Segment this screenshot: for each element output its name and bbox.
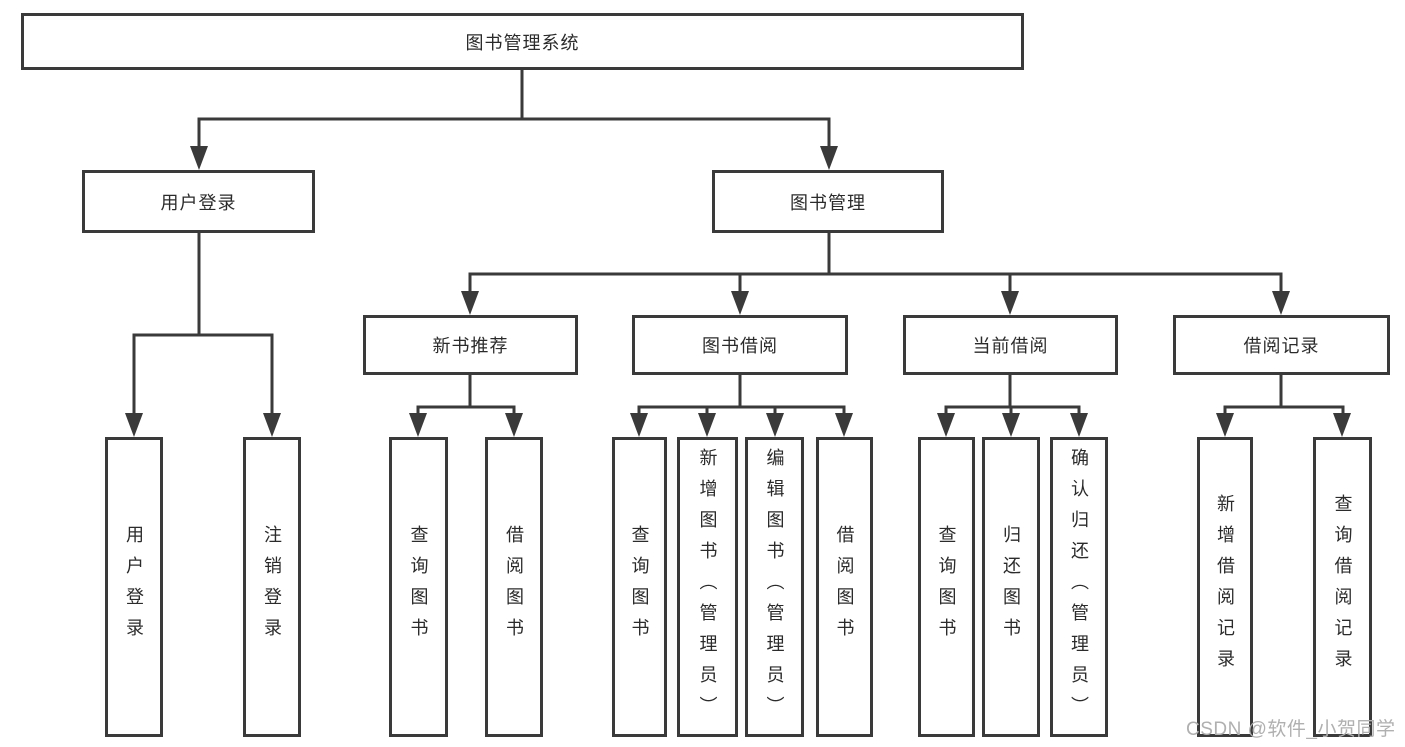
leaf-borrow-book-recommend: 借阅图书 <box>485 437 543 737</box>
node-user-login: 用户登录 <box>82 170 315 233</box>
node-book-borrow-label: 图书借阅 <box>702 336 778 356</box>
leaf-query-book-current-label: 查询图书 <box>936 525 957 649</box>
leaf-query-book-borrow: 查询图书 <box>612 437 667 737</box>
node-current-borrow: 当前借阅 <box>903 315 1118 375</box>
leaf-logout-login: 注销登录 <box>243 437 301 737</box>
leaf-query-book-borrow-label: 查询图书 <box>629 525 650 649</box>
leaf-confirm-return-admin: 确认归还（管理员） <box>1050 437 1108 737</box>
node-book-borrow: 图书借阅 <box>632 315 848 375</box>
leaf-user-login: 用户登录 <box>105 437 163 737</box>
node-borrow-records-label: 借阅记录 <box>1243 336 1320 356</box>
leaf-query-book-current: 查询图书 <box>918 437 975 737</box>
leaf-borrow-book-label: 借阅图书 <box>834 525 855 649</box>
leaf-add-borrow-record: 新增借阅记录 <box>1197 437 1253 737</box>
leaf-query-book-recommend: 查询图书 <box>389 437 448 737</box>
node-current-borrow-label: 当前借阅 <box>972 336 1049 356</box>
arrowhead-icons <box>125 146 1351 437</box>
leaf-user-login-label: 用户登录 <box>124 525 144 649</box>
leaf-query-book-recommend-label: 查询图书 <box>408 525 429 649</box>
node-new-book-recommend: 新书推荐 <box>363 315 578 375</box>
leaf-return-book-label: 归还图书 <box>1001 525 1021 649</box>
leaf-borrow-book-recommend-label: 借阅图书 <box>504 525 524 649</box>
node-user-login-label: 用户登录 <box>160 192 237 213</box>
leaf-return-book: 归还图书 <box>982 437 1040 737</box>
leaf-query-borrow-record: 查询借阅记录 <box>1313 437 1372 737</box>
node-root: 图书管理系统 <box>21 13 1024 70</box>
leaf-logout-login-label: 注销登录 <box>262 525 282 649</box>
leaf-query-borrow-record-label: 查询借阅记录 <box>1332 494 1353 680</box>
node-new-book-recommend-label: 新书推荐 <box>432 336 509 356</box>
leaf-add-book-admin-label: 新增图书（管理员） <box>697 447 718 727</box>
leaf-edit-book-admin: 编辑图书（管理员） <box>745 437 804 737</box>
node-book-management-label: 图书管理 <box>790 192 866 213</box>
leaf-add-borrow-record-label: 新增借阅记录 <box>1215 494 1235 680</box>
node-borrow-records: 借阅记录 <box>1173 315 1390 375</box>
tree-edges <box>132 70 1345 413</box>
leaf-add-book-admin: 新增图书（管理员） <box>677 437 738 737</box>
leaf-confirm-return-admin-label: 确认归还（管理员） <box>1069 447 1089 727</box>
leaf-edit-book-admin-label: 编辑图书（管理员） <box>764 447 785 727</box>
node-root-label: 图书管理系统 <box>465 32 580 53</box>
node-book-management: 图书管理 <box>712 170 944 233</box>
leaf-borrow-book: 借阅图书 <box>816 437 873 737</box>
